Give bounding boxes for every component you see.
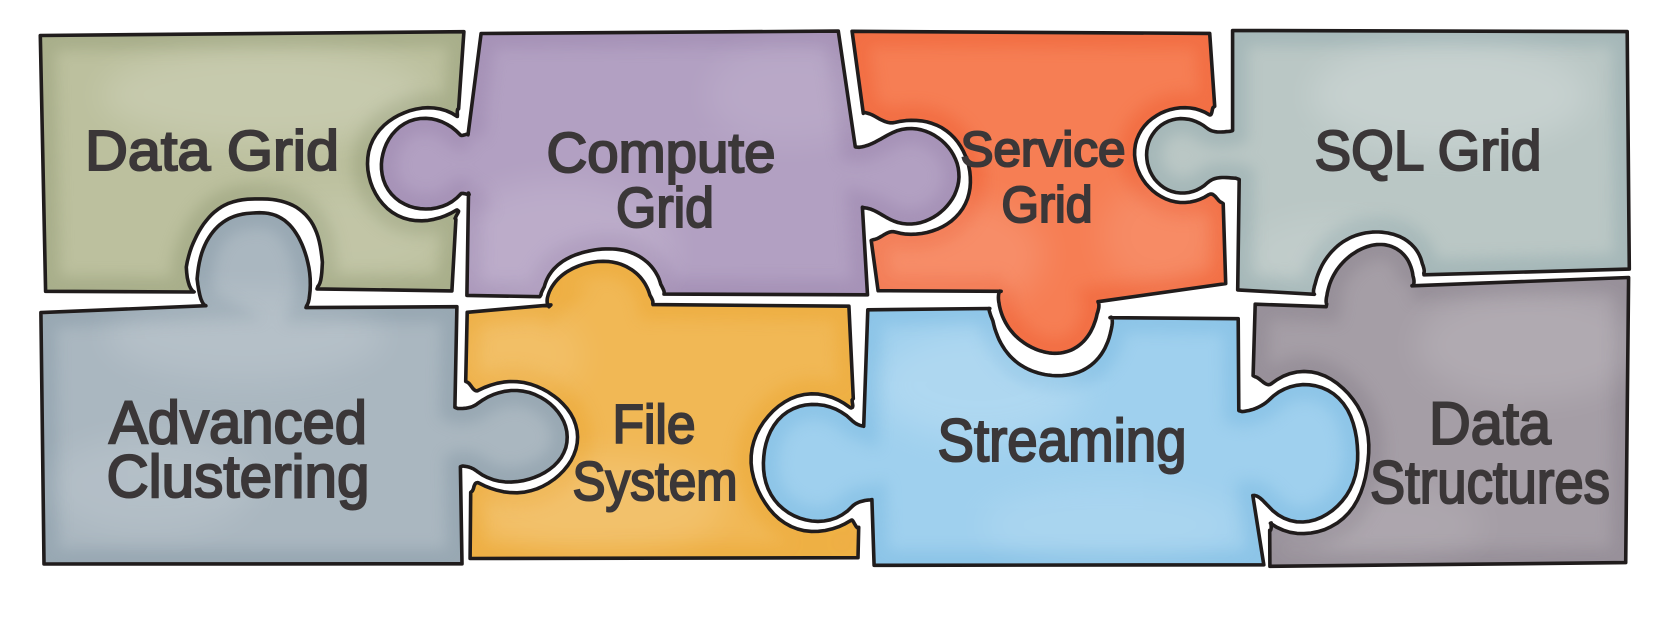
svg-text:Data Grid: Data Grid [85,119,339,183]
svg-text:Data: Data [1429,390,1552,457]
svg-text:Structures: Structures [1370,449,1610,516]
svg-text:Clustering: Clustering [107,443,370,510]
svg-text:Service: Service [961,123,1126,177]
svg-text:Grid: Grid [616,176,714,240]
svg-text:Streaming: Streaming [938,407,1187,474]
svg-text:File: File [613,393,696,455]
svg-text:Grid: Grid [1002,176,1093,233]
svg-text:Advanced: Advanced [109,389,367,456]
svg-text:SQL Grid: SQL Grid [1315,119,1542,183]
svg-text:Compute: Compute [547,121,776,185]
svg-text:System: System [573,450,738,512]
